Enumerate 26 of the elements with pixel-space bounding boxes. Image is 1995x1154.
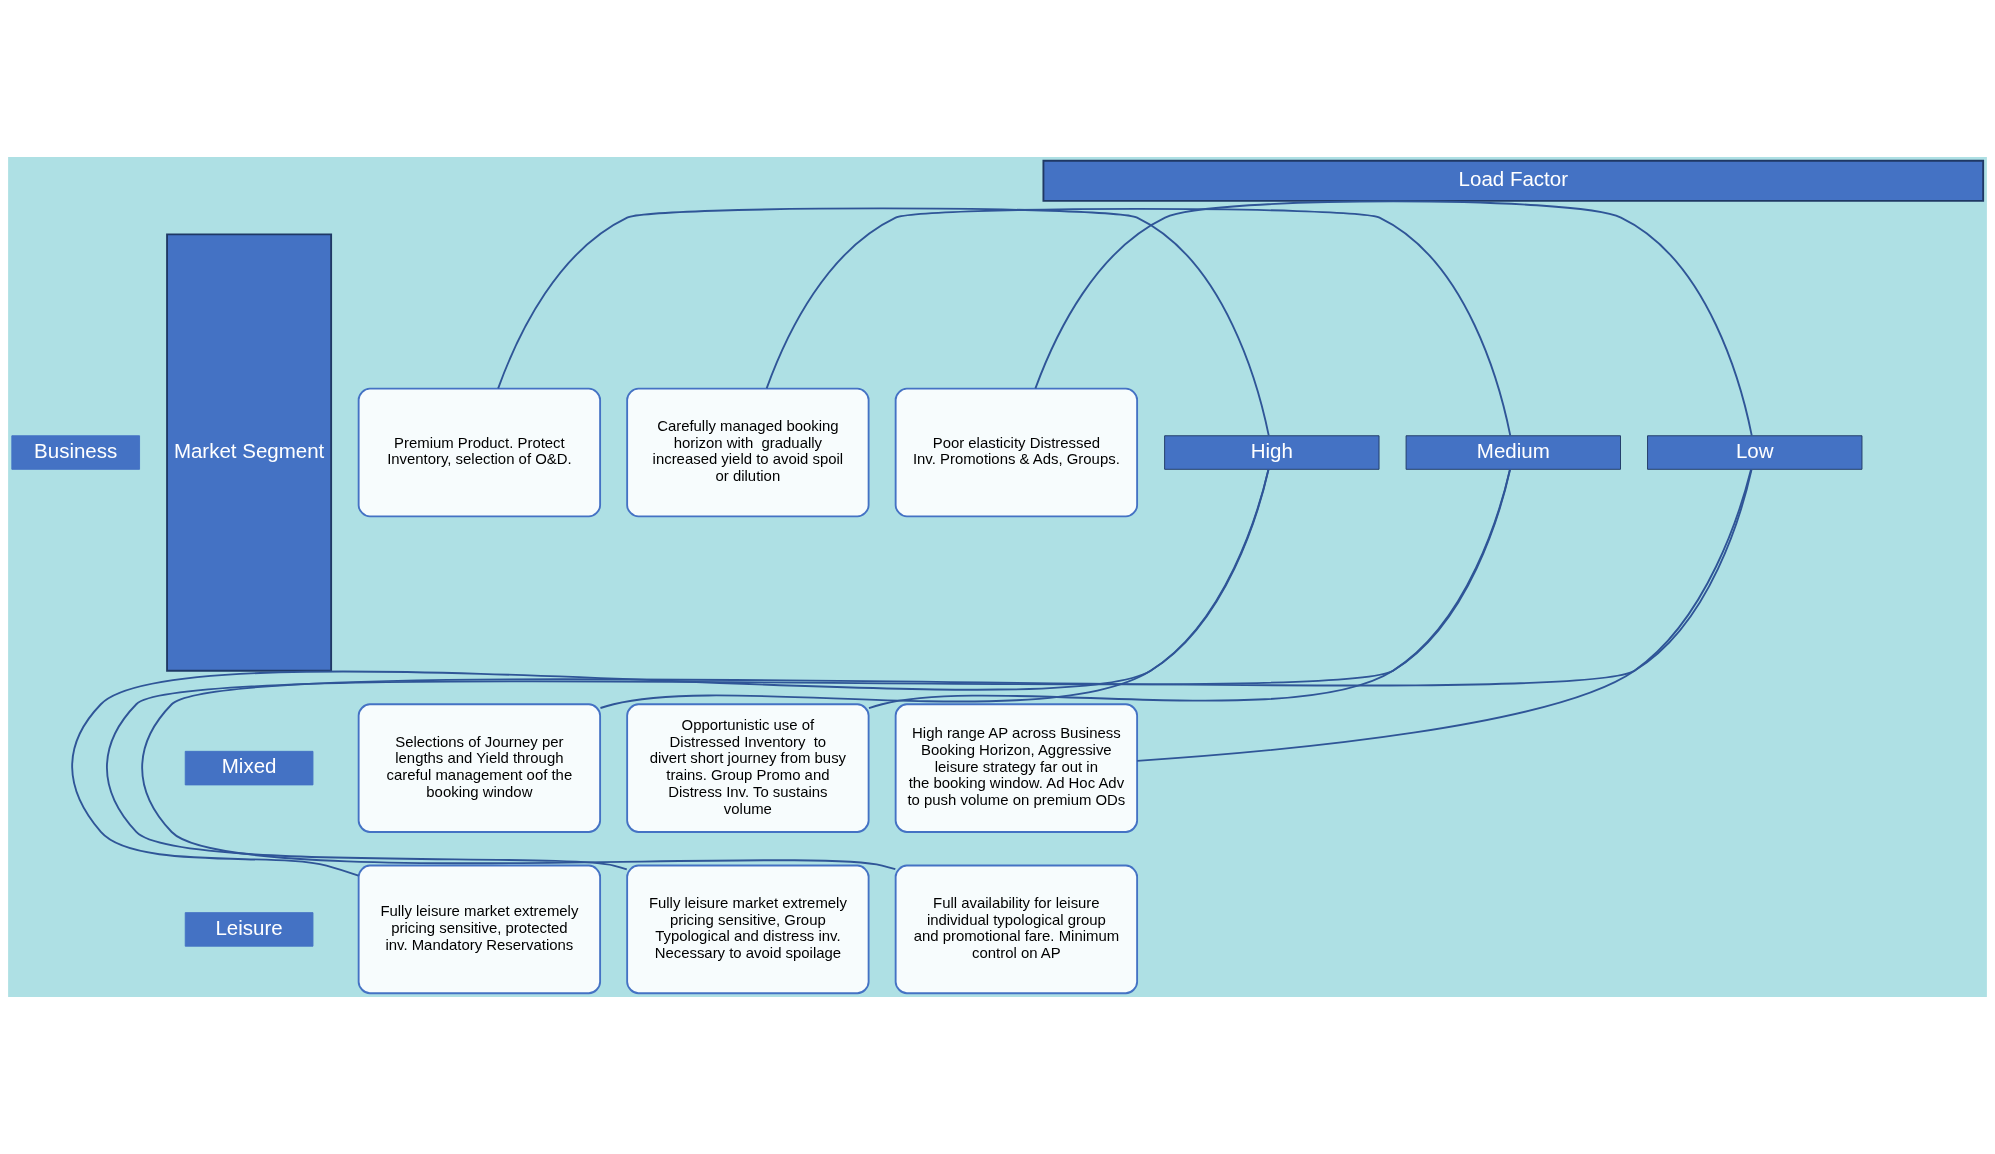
node-box: Poor elasticity Distressed Inv. Promotions & Ads, Groups. [894,387,1139,518]
node-box: Full availability for leisure individual typological group and promotional fare. Minimum control on AP [894,864,1139,995]
node-box: Leisure [184,912,314,947]
node-box: Mixed [184,750,314,786]
node-box: Carefully managed booking horizon with gradually increased yield to avoid spoil or dilution [626,387,870,518]
node-box: Load Factor [1042,159,1985,202]
connector [868,468,1511,709]
node-box: Market Segment [166,233,333,672]
connector [1034,200,1753,437]
node-box: Low [1647,435,1863,470]
node-box: High [1164,435,1380,470]
connector [599,468,1270,709]
connector [71,468,1270,877]
connector [1136,468,1752,762]
node-box: Medium [1405,435,1621,470]
node-box: Business [11,435,140,470]
node-box: Selections of Journey per lengths and Yield through careful management oof the booking window [357,703,602,833]
connector [106,468,1511,871]
connector [765,207,1512,437]
connector [141,468,1753,871]
node-box: Fully leisure market extremely pricing sensitive, Group Typological and distress inv. Necessary to avoid spoilage [626,864,870,995]
connector [497,207,1270,437]
node-box: Opportunistic use of Distressed Inventory to divert short journey from busy trains. Group Promo and Distress Inv. To sustains volume [626,703,870,833]
node-box: Fully leisure market extremely pricing sensitive, protected inv. Mandatory Reservations [357,864,602,995]
node-box: High range AP across Business Booking Horizon, Aggressive leisure strategy far out in the booking window. Ad Hoc Adv to push volume on premium ODs [894,703,1139,833]
node-box: Premium Product. Protect Inventory, selection of O&D. [357,387,602,518]
